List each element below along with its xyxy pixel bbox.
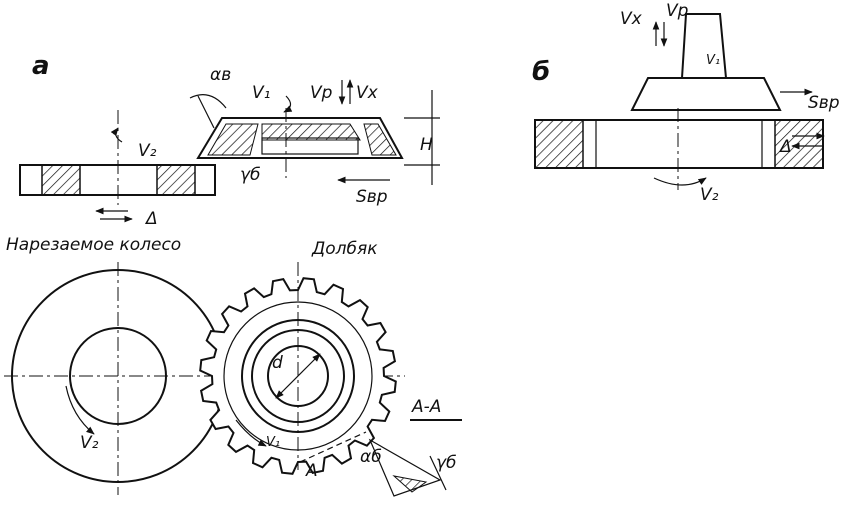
alpha-v-arc xyxy=(189,94,227,109)
section-line-a xyxy=(299,431,367,463)
panel-b-v2-label: V₂ xyxy=(700,185,719,205)
panel-b-vp-label: Vр xyxy=(666,1,689,21)
panel-b-v2-rotation-arrow xyxy=(653,177,707,186)
panel-b-hatch-left xyxy=(534,119,584,169)
v2-label: V₂ xyxy=(138,141,157,161)
panel-a-label: а xyxy=(32,51,50,81)
wheel-v2-arrow xyxy=(65,385,95,435)
panel-b-vx-label: Vх xyxy=(620,9,643,29)
v1-label: V₁ xyxy=(252,83,270,103)
section-mark-label: A xyxy=(305,461,318,481)
section-tooth-hatch xyxy=(392,475,428,493)
gamma-b-label: γб xyxy=(240,165,261,185)
section-gamma-label: γб xyxy=(436,453,457,473)
wheel-v2-label: V₂ xyxy=(80,433,99,453)
panel-b-label: б xyxy=(532,57,550,87)
h-label: H xyxy=(420,135,433,155)
panel-b-side-view: б Vх Vр V₁ Sвр Δ V₂ xyxy=(532,1,840,205)
panel-a-side-view: а αв V₁ Vр Vх V₂ γб H Sвр Δ xyxy=(19,51,440,229)
delta-label: Δ xyxy=(144,209,158,229)
bore-d-dimension xyxy=(275,353,321,399)
s-vr-label: Sвр xyxy=(356,187,388,207)
cutter-body xyxy=(196,117,404,159)
bore-d-label: d xyxy=(272,353,283,373)
section-gamma-line xyxy=(429,455,447,491)
cutter-caption: Долбяк xyxy=(311,239,378,259)
wheel-caption: Нарезаемое колесо xyxy=(6,235,181,255)
alpha-v-line xyxy=(197,95,215,129)
alpha-b-label: αб xyxy=(360,447,382,467)
panel-b-cutter xyxy=(630,77,782,111)
cutter-bore xyxy=(261,137,359,155)
cutter-hatch-right xyxy=(363,123,397,156)
cutter-hatch-left xyxy=(207,123,259,156)
workpiece-hatch-left xyxy=(41,164,81,196)
cutter-v1-label: V₁ xyxy=(266,435,280,450)
panel-b-v1-label: V₁ xyxy=(706,53,720,68)
v1-rotation-arrow xyxy=(283,95,293,113)
cutter-v1-arrow xyxy=(235,419,267,447)
panel-b-delta-label: Δ xyxy=(778,137,792,157)
panel-b-s-vr-label: Sвр xyxy=(808,93,840,113)
panel-b-spindle xyxy=(680,13,728,79)
vx-label: Vх xyxy=(356,83,379,103)
section-title: А-А xyxy=(411,397,441,417)
plan-view: Нарезаемое колесо Долбяк V₂ d V₁ A А-А α… xyxy=(4,235,462,497)
alpha-v-label: αв xyxy=(210,65,231,85)
v2-rotation-arrow xyxy=(110,127,123,143)
workpiece-hatch-right xyxy=(156,164,196,196)
vp-label: Vр xyxy=(310,83,333,103)
